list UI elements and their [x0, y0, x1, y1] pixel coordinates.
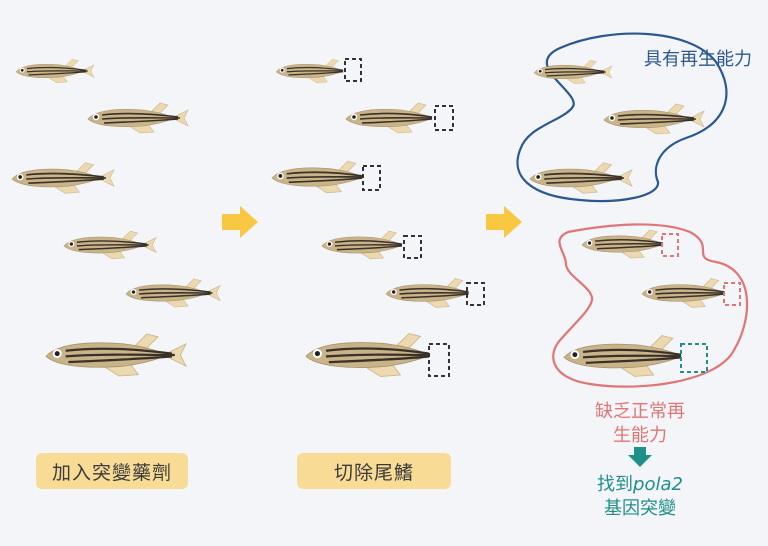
- label-found-prefix: 找到: [597, 474, 634, 495]
- label-no-regen-line2: 生能力: [613, 425, 667, 446]
- fish-col1-4: [63, 230, 157, 260]
- arrow-right-1: [222, 206, 258, 238]
- fish-col1-2: [87, 102, 189, 134]
- fish-regen-1: [533, 59, 613, 85]
- cut-box-noregen-3: [680, 343, 708, 373]
- cut-box-col2-3: [362, 165, 381, 191]
- fish-noregen-1: [581, 229, 664, 259]
- cut-box-noregen-2: [723, 282, 741, 306]
- fish-regen-3: [529, 161, 633, 195]
- label-found-gene: 找到pola2: [570, 473, 710, 497]
- fish-col2-1: [275, 58, 344, 84]
- no-regen-group-outline: [552, 223, 749, 388]
- arrow-down-teal: [628, 447, 652, 467]
- cut-box-col2-4: [403, 235, 422, 259]
- fish-noregen-3: [562, 334, 683, 378]
- label-gene-name: pola2: [633, 474, 683, 495]
- cut-box-col2-6: [428, 343, 450, 377]
- fish-col2-2: [345, 102, 433, 134]
- cut-box-col2-5: [466, 282, 485, 306]
- fish-col2-6: [304, 332, 431, 378]
- fish-noregen-2: [641, 277, 726, 309]
- fish-col1-6: [44, 332, 188, 378]
- fish-col2-3: [271, 160, 364, 194]
- fish-col1-3: [11, 161, 115, 195]
- cut-box-col2-1: [344, 58, 362, 82]
- cut-box-col2-2: [434, 105, 454, 131]
- arrow-right-2: [486, 206, 522, 238]
- fish-regen-2: [603, 103, 705, 135]
- label-no-regen-line1: 缺乏正常再: [595, 401, 685, 422]
- label-step1: 加入突變藥劑: [36, 453, 188, 489]
- label-found-suffix: 基因突變: [604, 498, 676, 519]
- fish-col2-4: [321, 230, 403, 260]
- label-regen: 具有再生能力: [644, 49, 752, 70]
- fish-col2-5: [385, 277, 470, 309]
- regen-group-outline: [516, 32, 728, 203]
- label-step2: 切除尾鰭: [297, 453, 451, 489]
- fish-col1-5: [125, 278, 221, 308]
- cut-box-noregen-1: [661, 233, 679, 257]
- fish-col1-1: [15, 58, 95, 84]
